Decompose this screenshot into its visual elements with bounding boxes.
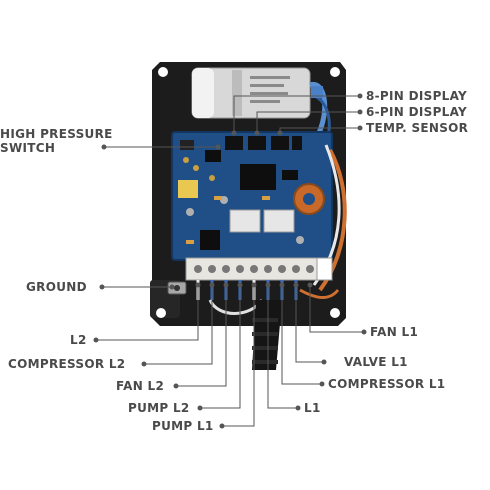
leader-lines <box>93 93 367 429</box>
label-fan-l2: FAN L2 <box>116 379 165 393</box>
mount-hole-bottom-right <box>330 308 340 318</box>
label-valve-l1: VALVE L1 <box>344 355 408 369</box>
label-l2: L2 <box>70 333 87 347</box>
label-high-pressure-switch-line1: HIGH PRESSURE <box>0 127 113 141</box>
label-temp-sensor: TEMP. SENSOR <box>366 121 469 135</box>
label-pump-l2: PUMP L2 <box>128 401 190 415</box>
mount-hole-top-left <box>158 67 168 77</box>
label-fan-l1: FAN L1 <box>370 325 419 339</box>
mount-hole-bottom-left <box>156 308 166 318</box>
label-6-pin-display: 6-PIN DISPLAY <box>366 105 468 119</box>
label-pump-l1: PUMP L1 <box>152 419 214 433</box>
circuit-board <box>171 131 333 261</box>
six-pin-display-connector <box>248 136 266 150</box>
label-high-pressure-switch-line2: SWITCH <box>0 141 56 155</box>
label-compressor-l2: COMPRESSOR L2 <box>8 357 126 371</box>
eight-pin-display-connector <box>225 136 243 150</box>
label-high-pressure-switch: HIGH PRESSURE SWITCH <box>0 127 113 155</box>
temp-sensor-connector <box>271 136 289 150</box>
label-l1: L1 <box>304 401 321 415</box>
label-ground: GROUND <box>26 280 87 294</box>
label-8-pin-display: 8-PIN DISPLAY <box>366 89 468 103</box>
label-compressor-l1: COMPRESSOR L1 <box>328 377 446 391</box>
capacitor <box>191 67 311 119</box>
terminal-block <box>185 257 333 281</box>
mount-hole-top-right <box>330 67 340 77</box>
conduit <box>252 300 282 370</box>
